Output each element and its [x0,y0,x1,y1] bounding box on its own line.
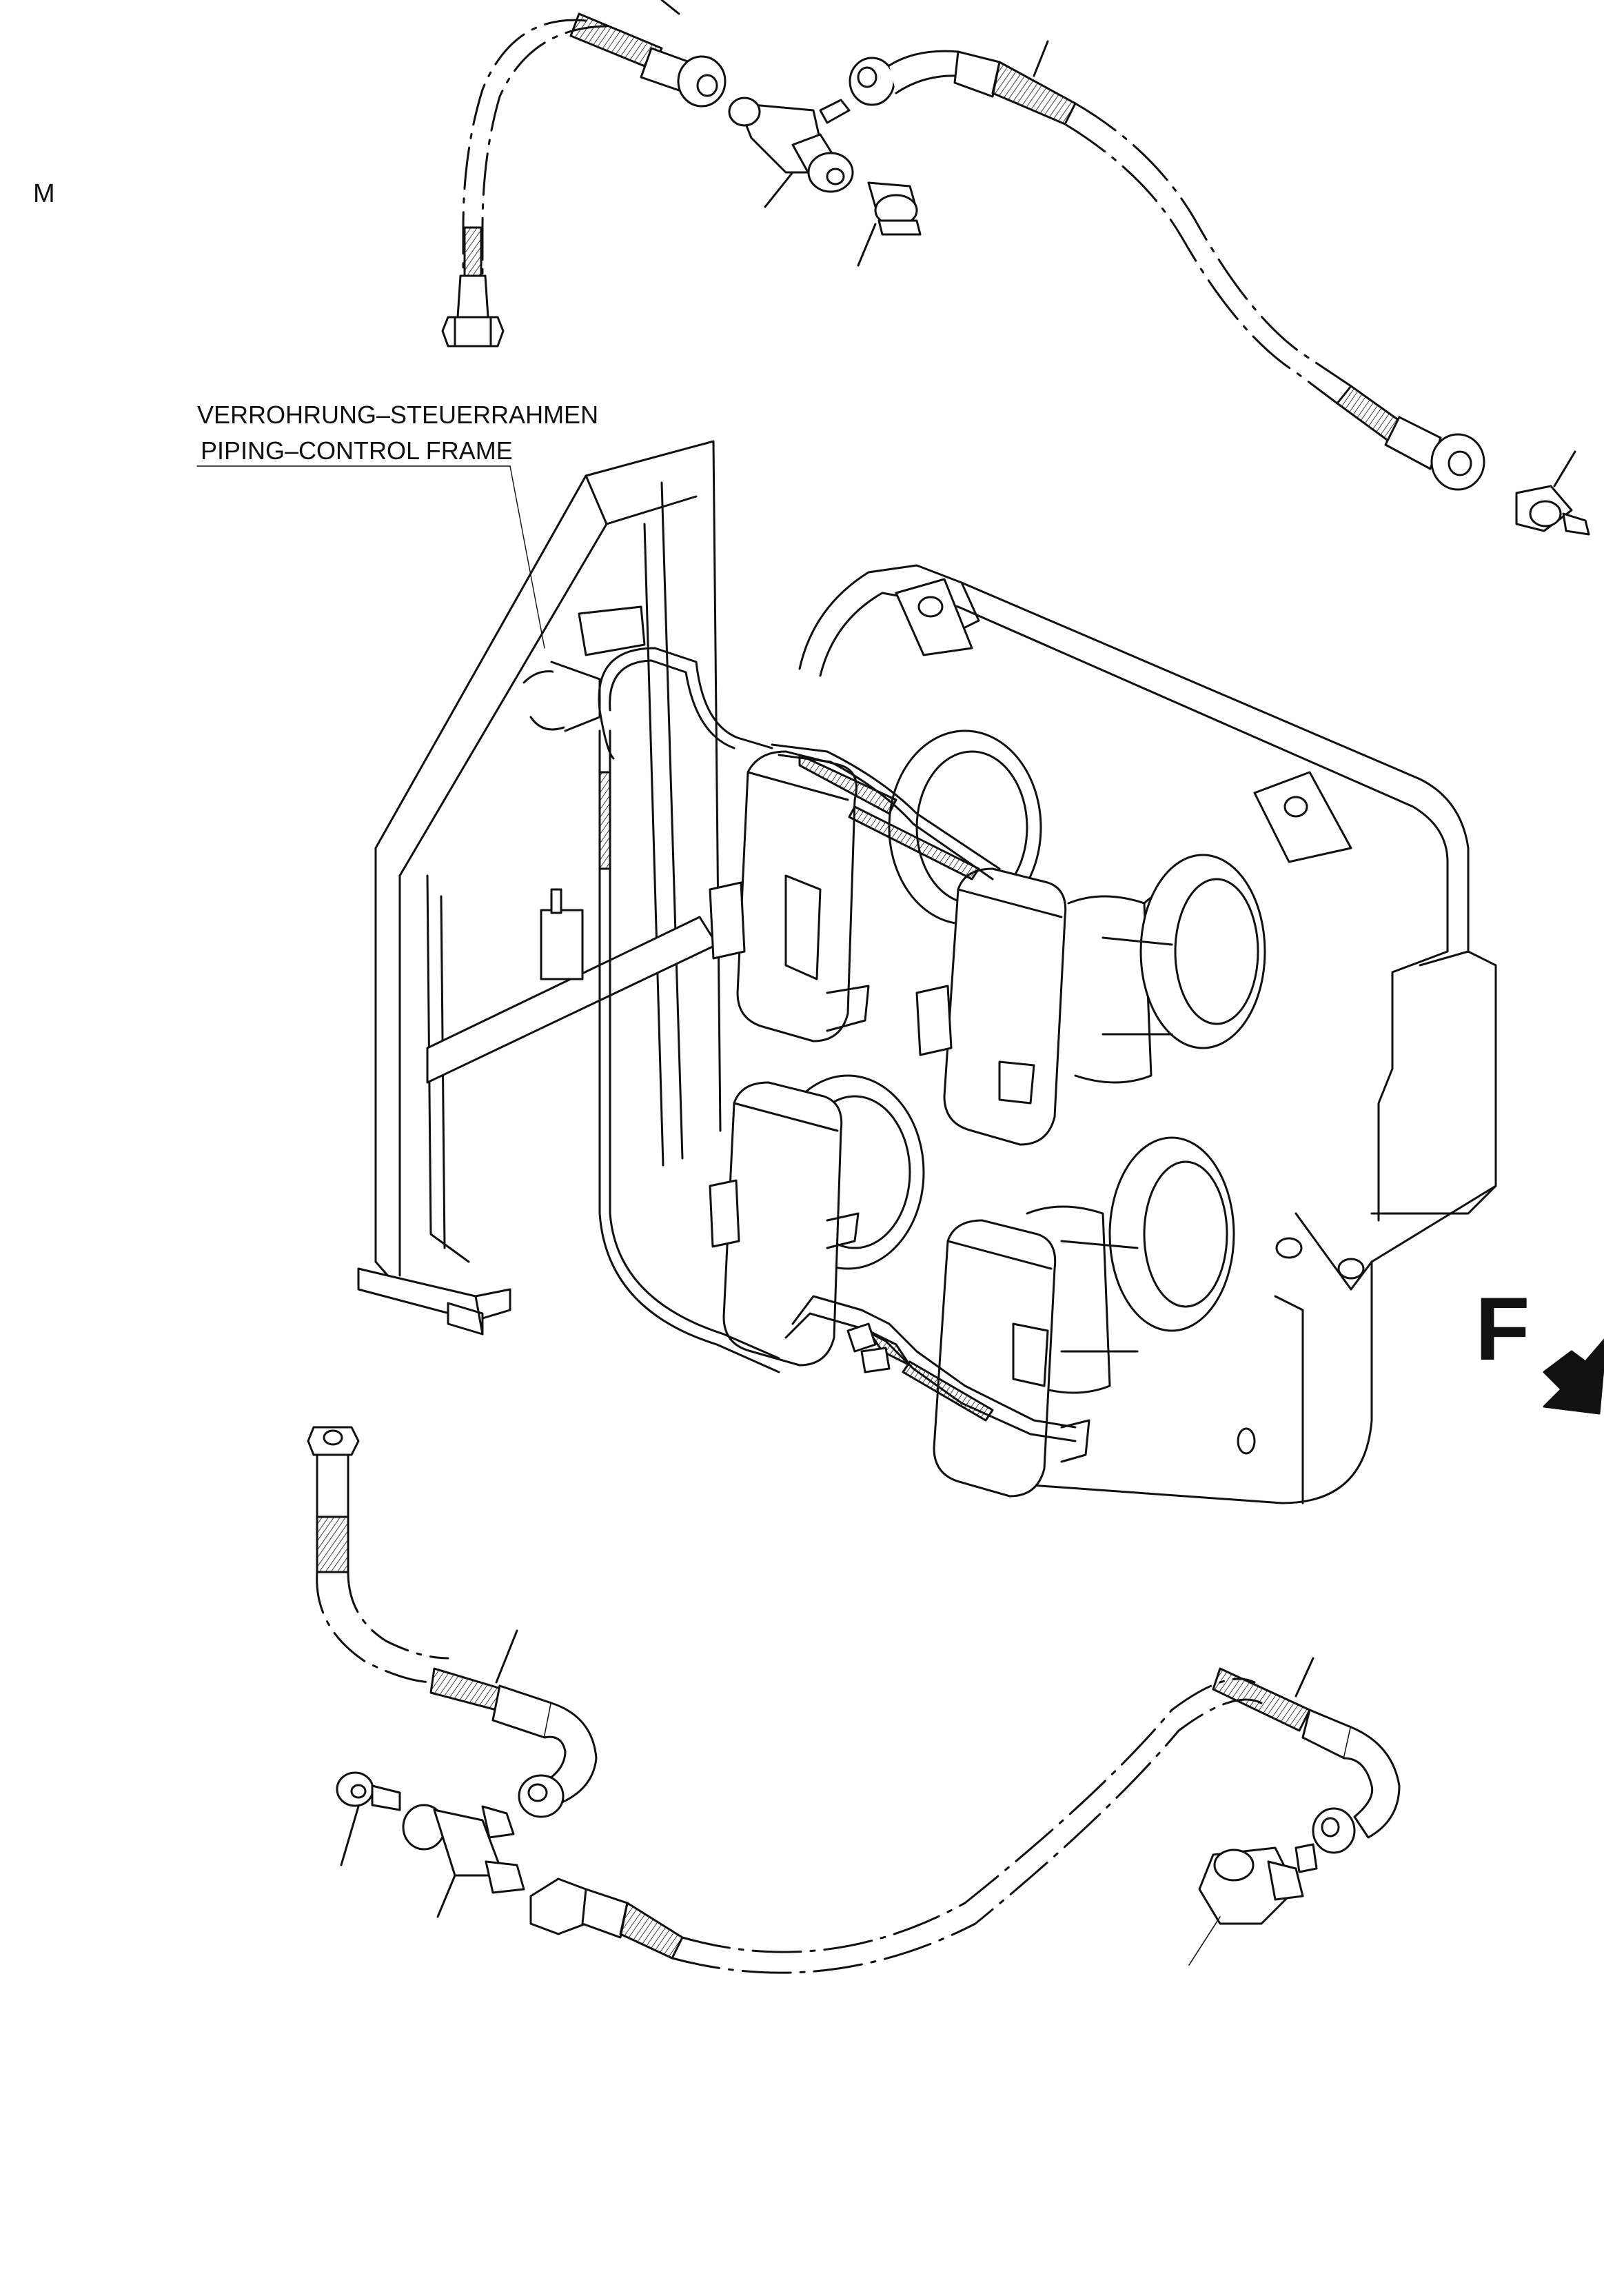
brake-caliper-lower-left [709,1081,860,1367]
bottom-hose-assembly [307,1426,1401,1974]
tee-branch-nut [807,152,854,193]
lifting-lug-right [1253,771,1352,863]
top-hose-nut [677,55,727,108]
top-right-hose [1074,102,1352,387]
top-right-hose-ferrule [953,50,1001,98]
direction-letter: F [1475,1278,1530,1379]
top-left-hose-ferrule [456,274,489,319]
bottom-hose-nut [529,1877,587,1935]
top-right-end-fitting [1515,450,1590,536]
top-left-hose-nut [441,316,505,348]
internal-piping [598,647,1077,1442]
top-left-hose-braid [463,226,483,277]
bottom-long-hose [681,1678,1256,1953]
lower-braided-line [791,1295,1077,1429]
top-right-hose-lower-braid [1336,385,1401,443]
top-hose-assembly [441,0,1590,536]
top-tee-fitting [728,97,854,208]
bottom-elbow-nut [518,1774,565,1818]
brake-caliper-upper-left [709,750,870,1043]
top-right-elbow-nut [849,57,895,106]
bottom-right-elbow [1343,1726,1401,1839]
housing-bolt-hole [1237,1427,1256,1455]
top-right-elbow [888,50,960,94]
bottom-left-end-fitting [336,1771,401,1866]
upper-braided-line [771,743,1001,870]
bottom-right-elbow-nut [1312,1807,1356,1854]
control-frame [357,440,722,1336]
top-left-hose [462,19,587,277]
bottom-left-hose [316,1571,436,1684]
bottom-tee-fitting [402,1804,525,1918]
top-right-hose-braid [991,61,1077,125]
bottom-right-end-fitting [1188,1846,1304,1966]
top-right-hose-end-nut [1430,433,1485,491]
page-marker: M [33,179,55,208]
callout-label-english: PIPING–CONTROL FRAME [201,436,513,465]
bottom-left-hose-nut [307,1426,360,1456]
brake-caliper-lower-right [933,1219,1090,1498]
bottom-left-ferrule [491,1684,553,1739]
bottom-right-ferrule [1301,1709,1352,1760]
forward-arrow-icon [1543,1338,1604,1415]
brake-caliper-upper-right [915,867,1067,1146]
callout-label-german: VERROHRUNG–STEUERRAHMEN [197,401,599,429]
lifting-lug-left [895,578,973,656]
gearbox-housing [798,564,1497,1504]
callout-leader [196,465,545,649]
top-connector-fitting [857,181,922,267]
